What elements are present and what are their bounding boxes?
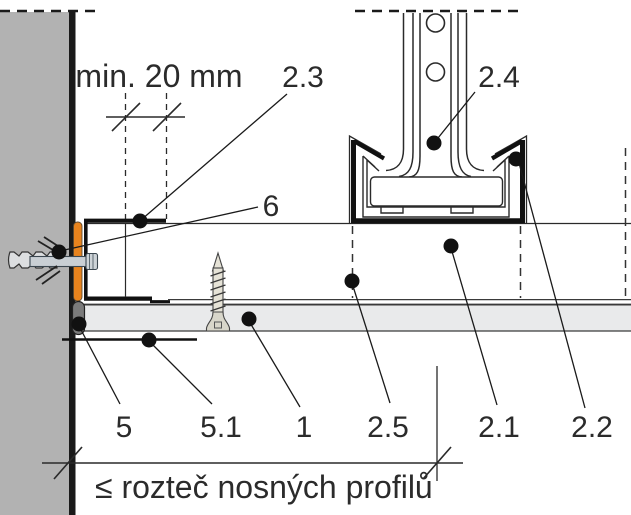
dimension-min-20mm-label: min. 20 mm xyxy=(75,58,242,94)
label-5-1: 5.1 xyxy=(200,411,242,444)
screw-drive-slot xyxy=(214,321,222,329)
label-2-3: 2.3 xyxy=(282,61,324,94)
main-profile-section xyxy=(362,155,510,218)
leader-lines xyxy=(59,91,586,409)
leader-2-2 xyxy=(518,162,586,409)
dot-5-1 xyxy=(141,332,157,348)
dot-2-2 xyxy=(508,151,524,167)
leader-2-4 xyxy=(433,91,476,144)
dot-6 xyxy=(51,244,67,260)
wall-anchor xyxy=(7,236,99,285)
dot-2-4 xyxy=(426,135,442,151)
leader-2-1 xyxy=(450,247,498,406)
hanger-hole xyxy=(425,62,446,82)
label-2-1: 2.1 xyxy=(478,411,520,444)
dot-2-1 xyxy=(443,238,459,254)
suspension-bracket xyxy=(348,134,528,224)
leader-dots xyxy=(51,135,524,348)
dimension-tick xyxy=(53,446,83,480)
spacing-note-label: ≤ rozteč nosných profilů xyxy=(95,469,433,505)
leader-5 xyxy=(78,325,121,405)
leader-5-1 xyxy=(148,340,213,405)
label-6: 6 xyxy=(263,190,280,223)
dimension-tick xyxy=(152,102,182,132)
leader-2-3 xyxy=(140,93,288,221)
nonius-hanger-strap xyxy=(385,13,485,178)
leader-1 xyxy=(248,320,301,408)
profile-web-cavity xyxy=(369,176,504,207)
profile-bottom-notches xyxy=(380,207,474,214)
label-1: 1 xyxy=(296,411,313,444)
dot-2-3 xyxy=(132,213,148,229)
leader-2-5 xyxy=(351,282,391,404)
drywall-screw xyxy=(205,251,231,332)
dimension-tick xyxy=(111,102,141,132)
hanger-hole xyxy=(425,13,446,33)
plasterboard xyxy=(84,304,631,332)
dot-1 xyxy=(241,311,257,327)
dot-5 xyxy=(71,316,87,332)
label-2-2: 2.2 xyxy=(571,411,613,444)
label-2-5: 2.5 xyxy=(367,411,409,444)
spacing-dimension: ≤ rozteč nosných profilů xyxy=(42,366,463,505)
dot-2-5 xyxy=(344,273,360,289)
dimension-min-20mm: min. 20 mm xyxy=(75,58,243,219)
dimension-tick xyxy=(422,446,452,480)
label-5: 5 xyxy=(116,411,133,444)
label-2-4: 2.4 xyxy=(478,61,520,94)
anchor-screw-head xyxy=(85,252,99,271)
leader-6 xyxy=(59,206,259,252)
furring-flange-lines xyxy=(84,299,631,305)
callout-labels: 2.3 2.4 6 5 5.1 1 2.5 2.1 2.2 xyxy=(116,61,613,444)
